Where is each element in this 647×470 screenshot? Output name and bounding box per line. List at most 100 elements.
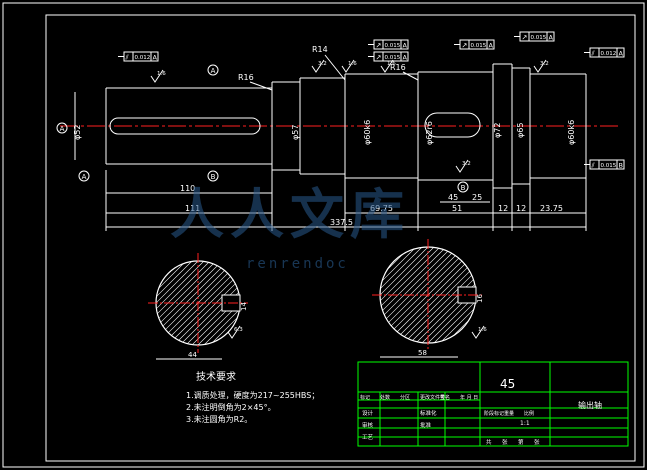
tolerance-symbol: ⫽	[125, 54, 130, 62]
dim-label-total: 337.5	[330, 218, 353, 227]
radius-leader-r16b	[402, 71, 419, 81]
title-row-label-1: 审核	[362, 421, 374, 429]
tolerance-value: 0.015	[385, 43, 401, 49]
tolerance-datum: A	[549, 34, 554, 42]
title-left-label-1: 处数	[380, 394, 390, 401]
radius-label-r16b: R16	[390, 63, 406, 72]
roughness-value-2: 1.6	[348, 61, 357, 67]
tech-req-line-2: 3.未注圆角为R2。	[186, 414, 252, 424]
title-row-label-2: 工艺	[362, 434, 374, 441]
title-right-label-2: 比例	[524, 410, 534, 417]
hatch-line	[209, 261, 240, 345]
roughness-symbol-2	[341, 59, 355, 73]
tolerance-datum: B	[619, 162, 623, 170]
datum-marker-label-3: B	[461, 184, 466, 192]
hatch-line	[380, 247, 417, 343]
tolerance-datum: A	[153, 54, 158, 62]
tolerance-symbol: ⫽	[591, 162, 596, 170]
hatch-line	[156, 261, 187, 345]
dia-label-60b: φ60k6	[567, 120, 576, 145]
hatch-line	[433, 247, 476, 343]
hatch-line	[156, 261, 157, 345]
tolerance-datum: A	[619, 50, 624, 58]
tolerance-datum: A	[403, 42, 408, 50]
inner-frame	[45, 14, 636, 462]
title-bottom-label-2: 第	[518, 438, 524, 446]
dia-label-52: φ52	[73, 125, 82, 140]
material-label: 45	[500, 377, 515, 391]
dia-label-62: φ62r6	[425, 121, 434, 145]
tech-req-line-0: 1.调质处理，硬度为217~255HBS；	[186, 390, 319, 400]
datum-marker-label-0: A	[60, 125, 65, 133]
dia-label-72: φ72	[493, 123, 502, 138]
title-left-label-3: 更改文件号	[420, 394, 445, 401]
keyway-right	[424, 112, 481, 138]
hatch-line	[156, 261, 199, 345]
radius-label-r14: R14	[312, 45, 328, 54]
roughness-symbol-0	[150, 69, 164, 83]
hatch-line	[203, 261, 240, 345]
radius-leader-r16a	[249, 81, 273, 91]
keyway-left	[109, 117, 261, 135]
roughness-value-6: 6.3	[234, 327, 243, 333]
datum-marker-2	[207, 64, 219, 76]
scale-label: 1:1	[520, 420, 530, 427]
hatch-line	[445, 247, 476, 343]
dim-label-111: 111	[185, 204, 200, 213]
tolerance-datum: A	[489, 42, 494, 50]
title-right-label-1: 重量	[504, 410, 514, 417]
datum-marker-label-4: B	[211, 173, 216, 181]
hatch-line	[156, 261, 193, 345]
dia-label-60: φ60k6	[363, 120, 372, 145]
title-bottom-label-0: 共	[486, 438, 492, 446]
title-right-label-0: 阶段标记	[484, 410, 504, 417]
section-depth-label-2: 58	[418, 349, 427, 357]
roughness-symbol-4	[533, 59, 547, 73]
datum-marker-1	[78, 170, 90, 182]
roughness-symbol-5	[455, 159, 469, 173]
section-hatch-1	[156, 261, 240, 345]
tolerance-datum: A	[403, 54, 408, 62]
hatch-line	[439, 247, 476, 343]
hatch-line	[197, 261, 240, 345]
radius-label-r16a: R16	[238, 73, 254, 82]
roughness-value-5: 3.2	[462, 161, 471, 167]
tolerance-value: 0.015	[531, 35, 547, 41]
tolerance-symbol: ↗	[376, 42, 382, 50]
title-mid-label-1: 批准	[420, 421, 432, 429]
dim-label-25: 25	[472, 193, 482, 202]
tolerance-value: 0.012	[601, 51, 617, 57]
section-depth-label-1: 44	[188, 351, 197, 359]
section-hatch-2	[380, 247, 476, 343]
title-bottom-label-3: 张	[534, 438, 540, 446]
dim-label-23: 23.75	[540, 204, 563, 213]
section-width-label-2: 16	[476, 294, 484, 303]
tolerance-value: 0.012	[135, 55, 151, 61]
title-mid-label-0: 标准化	[420, 409, 437, 417]
dim-label-45: 45	[448, 193, 458, 202]
dim-label-51: 51	[452, 204, 462, 213]
tolerance-symbol: ↗	[462, 42, 468, 50]
title-left-label-2: 分区	[400, 394, 410, 401]
tolerance-value: 0.015	[601, 163, 617, 169]
dim-label-69: 69.75	[370, 204, 393, 213]
title-block-outline	[357, 361, 629, 447]
title-left-label-0: 标记	[360, 394, 370, 401]
watermark-logo: 人人文库	[170, 182, 410, 246]
title-left-label-5: 年 月 日	[460, 394, 478, 401]
datum-marker-0	[56, 122, 68, 134]
tolerance-symbol: ↗	[522, 34, 528, 42]
roughness-value-1: 3.2	[318, 61, 327, 67]
tolerance-value: 0.015	[385, 55, 401, 61]
dia-label-65: φ65	[516, 123, 525, 138]
datum-marker-4	[207, 170, 219, 182]
roughness-value-7: 1.6	[478, 327, 487, 333]
datum-marker-3	[457, 181, 469, 193]
roughness-symbol-6	[227, 325, 241, 339]
section-width-label-1: 14	[240, 302, 248, 311]
